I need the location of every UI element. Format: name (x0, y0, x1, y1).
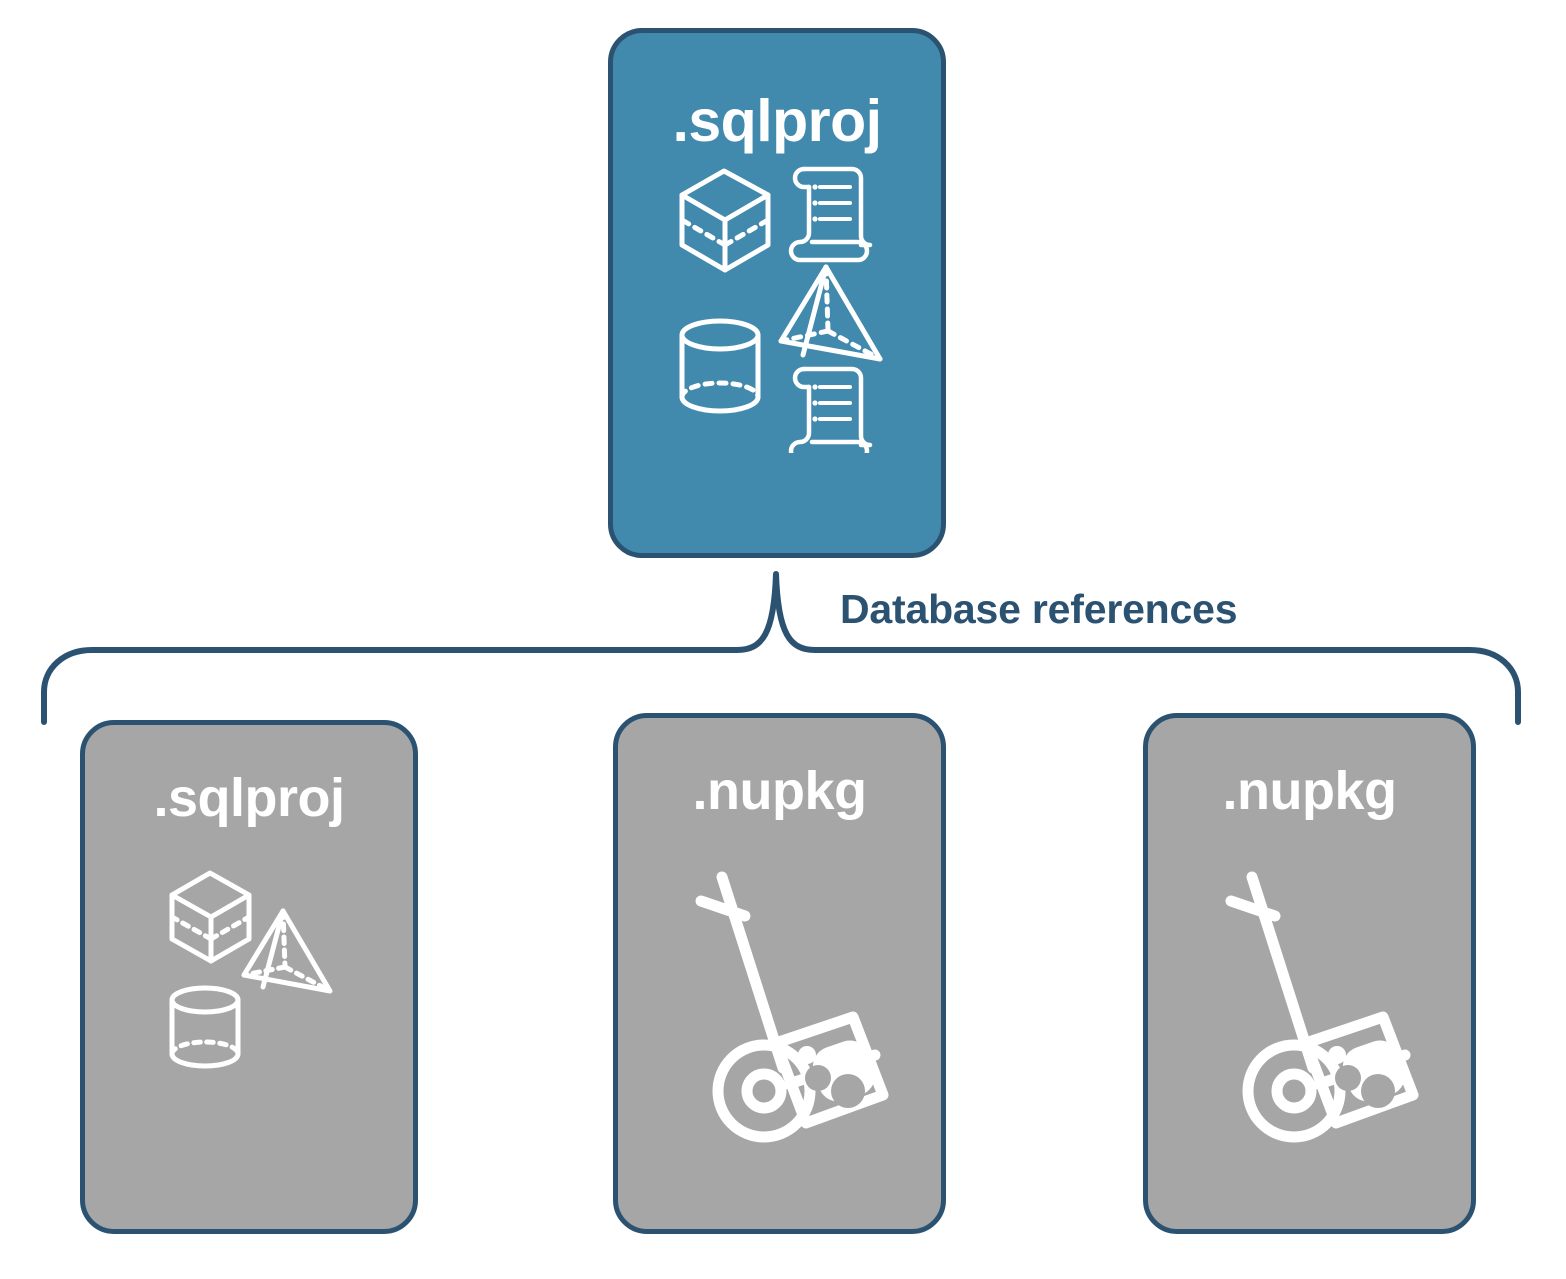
brace-path (41, 571, 1521, 725)
hand-truck-package-icon (695, 871, 889, 1143)
scroll-icon (788, 166, 873, 263)
node-root-label: .sqlproj (672, 88, 882, 154)
cube-icon (679, 168, 771, 273)
cylinder-icon (679, 318, 761, 414)
cube-icon (169, 870, 252, 964)
node-reference-sqlproj[interactable]: .sqlproj (80, 720, 418, 1234)
nupkg-icon-cluster (663, 868, 913, 1148)
sqlproj-icon-cluster (160, 865, 360, 1085)
pyramid-icon (778, 264, 883, 362)
scroll-icon (788, 366, 873, 463)
pyramid-icon (241, 908, 333, 994)
connector-label: Database references (840, 586, 1238, 632)
node-reference-label: .sqlproj (153, 768, 345, 828)
root-icon-cluster (668, 163, 898, 463)
hand-truck-package-icon (1225, 871, 1419, 1143)
node-root-sqlproj[interactable]: .sqlproj (608, 28, 946, 558)
cylinder-icon (169, 985, 241, 1069)
node-reference-nupkg-2[interactable]: .nupkg (1143, 713, 1476, 1234)
node-reference-label: .nupkg (692, 761, 867, 821)
nupkg-icon-cluster (1193, 868, 1443, 1148)
node-reference-nupkg-1[interactable]: .nupkg (613, 713, 946, 1234)
node-reference-label: .nupkg (1222, 761, 1397, 821)
